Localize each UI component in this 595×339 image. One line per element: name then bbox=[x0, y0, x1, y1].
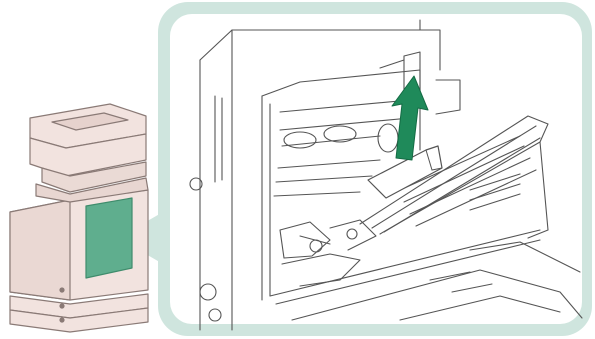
highlighted-right-cover bbox=[86, 198, 132, 278]
printer-icon bbox=[10, 104, 148, 332]
callout-frame bbox=[120, 2, 592, 336]
